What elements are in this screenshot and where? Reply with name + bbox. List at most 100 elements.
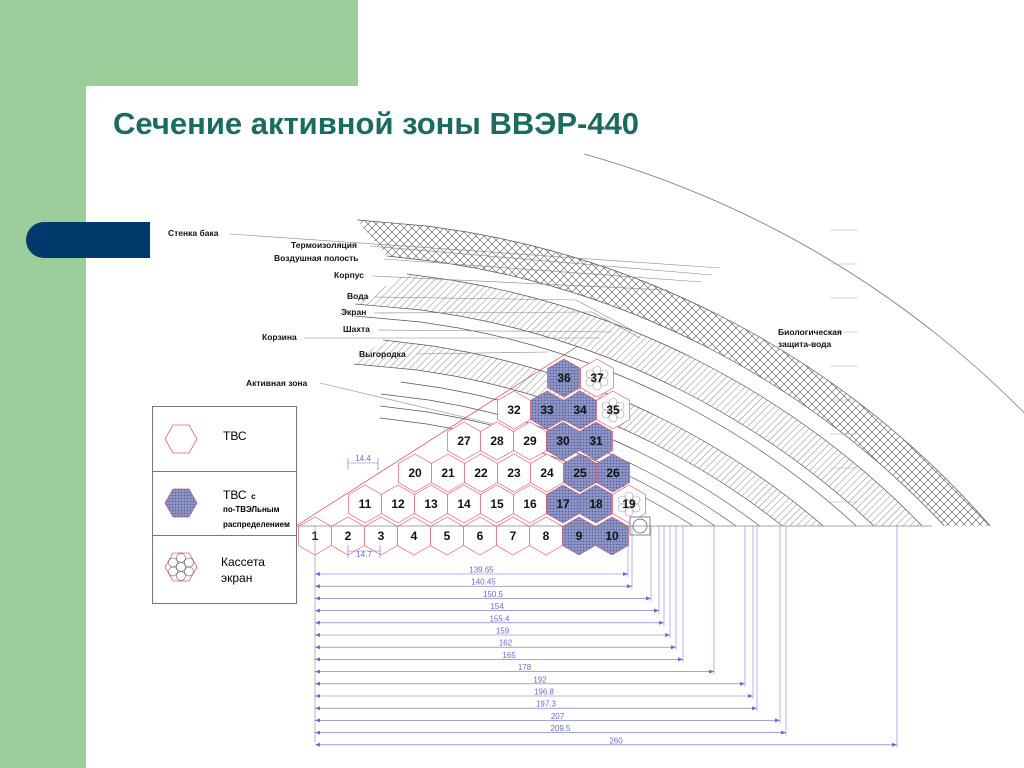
dimension-arrow-left (315, 608, 320, 613)
assembly-cell-24: 24 (530, 453, 564, 493)
dimension-159: 159 (315, 526, 671, 638)
cell-number: 4 (411, 529, 418, 543)
vessel-layer-arc (355, 303, 875, 527)
assembly-cell-8: 8 (529, 516, 563, 556)
assembly-cell-10: 10 (595, 516, 629, 556)
legend-tvs-label: ТВС (223, 429, 247, 443)
navy-accent-tab (26, 222, 150, 258)
profiled-assembly-texture (596, 454, 630, 492)
cell-number: 10 (605, 529, 619, 543)
cell-number: 32 (507, 403, 521, 417)
assembly-cell-32: 32 (497, 390, 531, 430)
cell-number: 20 (408, 466, 422, 480)
assembly-cell-25: 25 (563, 453, 597, 493)
assembly-cell-17: 17 (546, 484, 580, 524)
screen-rod-circle (631, 503, 641, 513)
screen-rod-circle (592, 381, 602, 391)
assembly-cell-15: 15 (480, 484, 514, 524)
pitch-dimension-top: 14.4 (347, 454, 379, 470)
dimension-arrow-right (775, 718, 780, 723)
screen-rod-circle (599, 377, 609, 387)
assembly-cell-21: 21 (431, 453, 465, 493)
profiled-assembly-texture (547, 359, 581, 397)
assembly-cell-33: 33 (530, 390, 564, 430)
profiled-assembly-texture (579, 422, 613, 460)
label-korpus: Корпус (334, 270, 364, 280)
dimension-value: 209.5 (550, 724, 571, 733)
dimension-196.8: 196.8 (315, 526, 754, 699)
cell-number: 8 (543, 529, 550, 543)
assembly-cell-9: 9 (562, 516, 596, 556)
assembly-cell-11: 11 (348, 484, 382, 524)
cell-number: 26 (606, 466, 620, 480)
assembly-cell-5: 5 (430, 516, 464, 556)
profiled-assembly-texture (563, 454, 597, 492)
legend-box: ТВС ТВС с по-ТВЭЛьным распределением Кас… (152, 406, 297, 604)
profiled-assembly-texture (530, 391, 564, 429)
dimension-value: 154 (490, 602, 504, 611)
assembly-cell-30: 30 (546, 421, 580, 461)
cell-number: 12 (391, 497, 405, 511)
dimension-value: 139.65 (469, 566, 494, 575)
dimension-arrow-right (678, 657, 683, 662)
assembly-cell-31: 31 (579, 421, 613, 461)
cell-number: 31 (589, 434, 603, 448)
legend-screen-label-2: экран (221, 571, 253, 585)
legend-profiled-label-2: по-ТВЭЛьным (223, 505, 280, 514)
pitch-dimension-bottom: 14.7 (347, 545, 381, 559)
dimension-arrow-right (623, 572, 628, 576)
dimension-arrow-left (315, 645, 320, 650)
assembly-cell-19: 19 (612, 484, 646, 524)
dimension-arrow-right (892, 742, 897, 747)
cell-number: 21 (441, 466, 455, 480)
cell-number: 9 (576, 529, 583, 543)
assembly-cell-7: 7 (496, 516, 530, 556)
cell-number: 34 (573, 403, 587, 417)
screen-rod-circle (601, 409, 611, 419)
label-voda: Вода (347, 291, 369, 301)
dimension-140.45: 140.45 (315, 526, 633, 590)
label-shakhta: Шахта (343, 324, 370, 334)
cell-number: 25 (573, 466, 587, 480)
label-stenka-baka: Стенка бака (168, 228, 219, 238)
label-vozdushnaya-polost: Воздушная полость (274, 253, 359, 263)
page-title: Сечение активной зоны ВВЭР-440 (113, 106, 640, 141)
cell-number: 3 (378, 529, 385, 543)
screen-rod-circle (608, 397, 618, 407)
dimension-value: 196.8 (534, 688, 555, 697)
dimension-150.5: 150.5 (315, 526, 652, 602)
assembly-cell-14: 14 (447, 484, 481, 524)
assembly-cell-22: 22 (464, 453, 498, 493)
cell-number: 5 (444, 529, 451, 543)
dimension-139.65: 139.65 (315, 526, 629, 577)
cell-number: 16 (523, 497, 537, 511)
dimension-arrow-right (781, 730, 786, 735)
pitch-bottom-value: 14.7 (356, 550, 372, 559)
dimension-arrow-right (654, 608, 659, 613)
core-boundary-line (295, 345, 579, 527)
profiled-assembly-texture (595, 517, 629, 555)
cell-number: 36 (557, 371, 571, 385)
dimension-arrow-right (752, 706, 757, 711)
dimension-value: 165 (502, 651, 516, 660)
dimension-arrow-right (627, 584, 632, 589)
label-vygorodka: Выгородка (359, 349, 406, 359)
dimension-arrow-left (315, 694, 320, 698)
cell-number: 18 (589, 497, 603, 511)
screen-rod-circle (624, 507, 634, 517)
dimension-arrow-left (315, 669, 320, 674)
assembly-cell-28: 28 (480, 421, 514, 461)
dimension-arrow-right (665, 633, 670, 637)
pitch-top-value: 14.4 (355, 454, 371, 463)
cell-number: 19 (622, 497, 636, 511)
assembly-cell-13: 13 (414, 484, 448, 524)
legend-profiled-label-small: с (251, 492, 256, 501)
assembly-cell-27: 27 (447, 421, 481, 461)
cell-number: 23 (507, 466, 521, 480)
dimension-value: 207 (551, 712, 565, 721)
dimension-arrow-right (671, 645, 676, 650)
assembly-cell-4: 4 (397, 516, 431, 556)
cell-number: 14 (457, 497, 471, 511)
cell-number: 15 (490, 497, 504, 511)
dimension-192: 192 (315, 526, 746, 687)
